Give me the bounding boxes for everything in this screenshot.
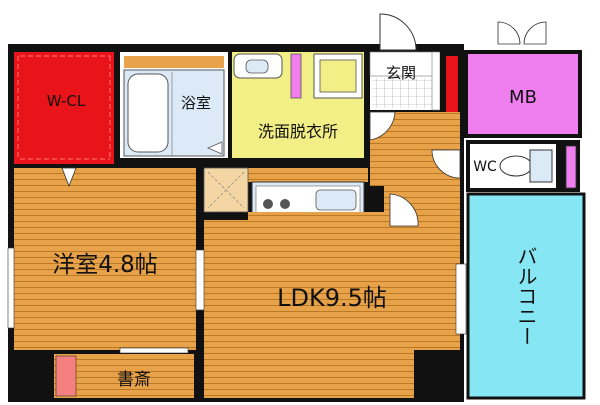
label-washroom: 洗面脱衣所 bbox=[258, 122, 338, 141]
label-wcl: W-CL bbox=[47, 92, 86, 110]
walk-in-closet bbox=[14, 52, 114, 164]
label-balcony: バルコニー bbox=[514, 246, 538, 346]
western-room bbox=[14, 168, 196, 350]
meter-box bbox=[464, 50, 582, 138]
label-study: 書斎 bbox=[117, 370, 151, 390]
toilet-bowl bbox=[499, 155, 533, 177]
bathtub bbox=[127, 73, 169, 153]
balcony bbox=[466, 192, 586, 400]
label-mb: MB bbox=[509, 87, 537, 108]
label-bath: 浴室 bbox=[181, 94, 211, 112]
label-entrance: 玄関 bbox=[386, 64, 416, 82]
study-room bbox=[54, 354, 194, 398]
label-western: 洋室4.8帖 bbox=[52, 252, 158, 278]
label-ldk: LDK9.5帖 bbox=[277, 284, 387, 312]
entrance-door bbox=[379, 13, 417, 51]
label-wc: WC bbox=[473, 159, 497, 175]
ldk-room bbox=[204, 220, 460, 350]
